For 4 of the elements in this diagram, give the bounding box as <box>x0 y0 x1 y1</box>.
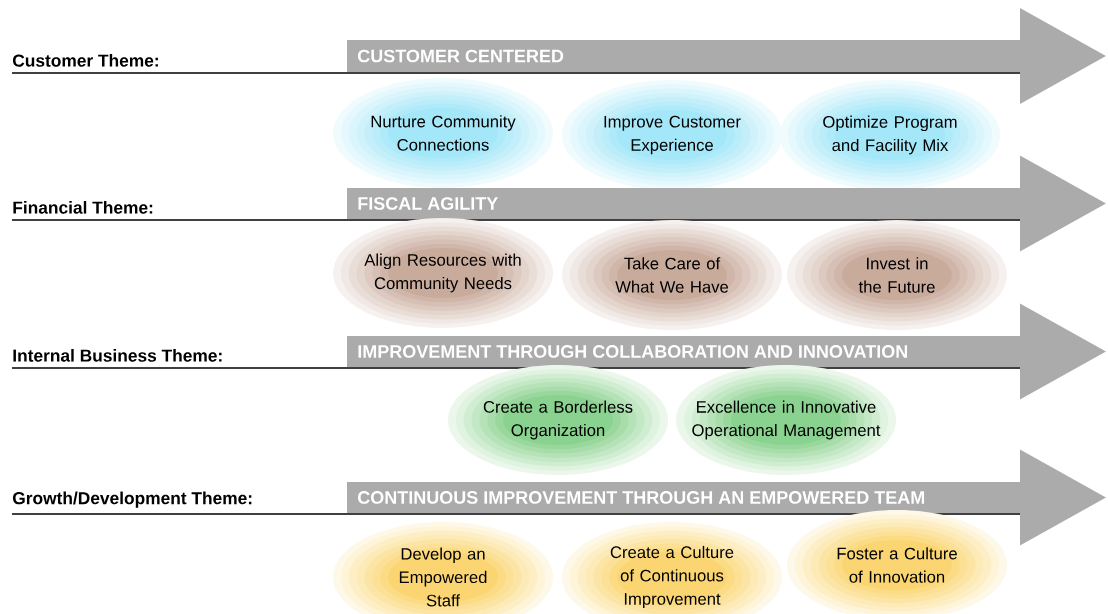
theme-label: Growth/Development Theme: <box>13 491 252 508</box>
theme-label: Internal Business Theme: <box>13 349 222 362</box>
theme-label: Customer Theme: <box>13 54 158 67</box>
theme-label: Financial Theme: <box>13 201 153 214</box>
